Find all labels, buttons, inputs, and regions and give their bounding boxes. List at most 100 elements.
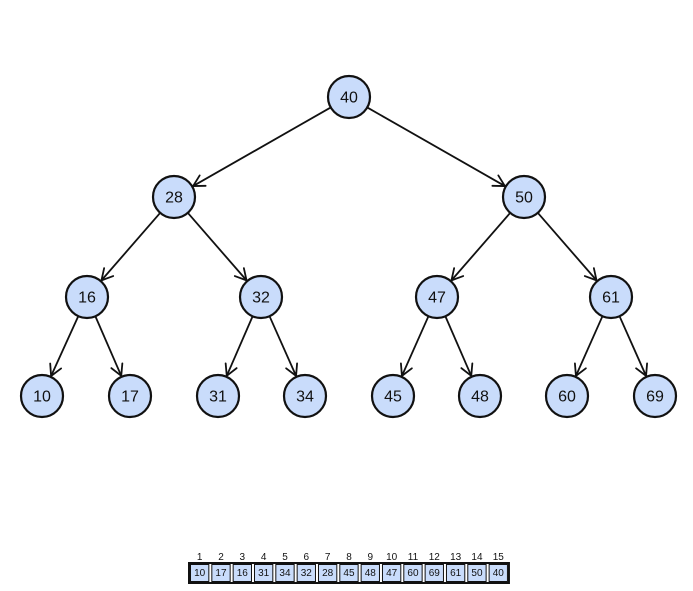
edge-line — [537, 212, 598, 281]
array-cell-box — [403, 564, 423, 582]
node-circle — [238, 274, 284, 320]
node-label: 34 — [296, 389, 314, 406]
tree-node-69: 69 — [632, 373, 678, 419]
edge-line — [94, 315, 123, 377]
edge-16-10 — [49, 315, 80, 377]
array-index: 8 — [346, 552, 352, 563]
node-label: 31 — [209, 389, 227, 406]
array-cell-value: 16 — [237, 568, 249, 579]
tree-node-31: 31 — [195, 373, 241, 419]
node-circle — [151, 174, 197, 220]
array-cell-value: 31 — [258, 568, 270, 579]
array-cell-value: 60 — [407, 568, 419, 579]
edge-47-45 — [400, 315, 430, 377]
node-circle — [544, 373, 590, 419]
tree-node-28: 28 — [151, 174, 197, 220]
tree-node-16: 16 — [64, 274, 110, 320]
array-cell-value: 34 — [279, 568, 291, 579]
tree-node-48: 48 — [457, 373, 503, 419]
array-cell-value: 69 — [429, 568, 441, 579]
node-circle — [457, 373, 503, 419]
tree-node-34: 34 — [282, 373, 328, 419]
array-index: 9 — [368, 552, 374, 563]
edges-layer — [49, 106, 648, 377]
array-index: 15 — [493, 552, 505, 563]
array-index: 1 — [197, 552, 203, 563]
array-cell: 50 — [467, 564, 487, 582]
array-cell: 48 — [360, 564, 380, 582]
tree-node-17: 17 — [107, 373, 153, 419]
array-cell-value: 47 — [386, 568, 398, 579]
node-label: 10 — [33, 389, 51, 406]
array-cell: 31 — [253, 564, 274, 582]
edge-28-32 — [187, 212, 248, 282]
array-index: 10 — [386, 552, 398, 563]
edge-line — [268, 315, 297, 377]
node-circle — [370, 373, 416, 419]
node-label: 48 — [471, 389, 489, 406]
array-index: 7 — [325, 552, 331, 563]
array-cell-value: 10 — [194, 568, 206, 579]
node-label: 69 — [646, 389, 664, 406]
array-cell: 34 — [275, 564, 295, 582]
array-cell-box — [253, 564, 274, 582]
edge-line — [366, 106, 506, 187]
array-cell-value: 32 — [301, 568, 313, 579]
node-label: 32 — [252, 290, 270, 307]
edge-32-34 — [268, 315, 298, 377]
node-label: 17 — [121, 389, 139, 406]
edge-line — [575, 315, 604, 377]
node-circle — [501, 174, 547, 220]
tree-node-60: 60 — [544, 373, 590, 419]
node-circle — [19, 373, 65, 419]
array-cell-box — [467, 564, 487, 582]
array-index: 5 — [282, 552, 288, 563]
array-cell-value: 50 — [471, 568, 483, 579]
array-layer: 1102173164315346327288459481047116012691… — [188, 552, 510, 584]
array-cell-box — [275, 564, 295, 582]
array-index: 12 — [429, 552, 441, 563]
edge-40-28 — [192, 106, 332, 187]
array-cell-box — [211, 564, 231, 582]
node-label: 40 — [340, 90, 358, 107]
edge-line — [100, 212, 161, 281]
node-circle — [414, 274, 460, 320]
edge-line — [192, 106, 332, 187]
node-circle — [588, 274, 634, 320]
edge-50-61 — [537, 212, 598, 282]
tree-node-47: 47 — [414, 274, 460, 320]
node-circle — [64, 274, 110, 320]
array-cell-box — [488, 564, 508, 582]
edge-line — [401, 315, 430, 377]
array-cell-value: 28 — [322, 568, 334, 579]
array-cell: 47 — [381, 564, 402, 582]
array-cell: 40 — [488, 564, 508, 582]
array-cell: 61 — [445, 564, 466, 582]
tree-node-61: 61 — [588, 274, 634, 320]
array-index: 6 — [304, 552, 310, 563]
node-circle — [282, 373, 328, 419]
edge-line — [225, 315, 254, 377]
node-label: 45 — [384, 389, 402, 406]
array-outline — [188, 562, 510, 584]
edge-16-17 — [94, 315, 124, 377]
array-cell-box — [381, 564, 402, 582]
edge-61-69 — [618, 315, 648, 377]
node-label: 28 — [165, 190, 183, 207]
edge-line — [444, 315, 473, 377]
array-cell: 32 — [296, 564, 316, 582]
edge-32-31 — [224, 315, 254, 377]
array-cell-value: 45 — [343, 568, 355, 579]
array-cell-box — [232, 564, 252, 582]
array-cell: 17 — [211, 564, 231, 582]
edge-28-16 — [100, 212, 161, 282]
array-cell-box — [339, 564, 359, 582]
edge-40-50 — [366, 106, 506, 187]
array-cell: 10 — [190, 564, 210, 582]
array-cell-value: 48 — [365, 568, 377, 579]
edge-line — [618, 315, 647, 377]
array-cell-box — [296, 564, 316, 582]
array-cell-box — [360, 564, 380, 582]
